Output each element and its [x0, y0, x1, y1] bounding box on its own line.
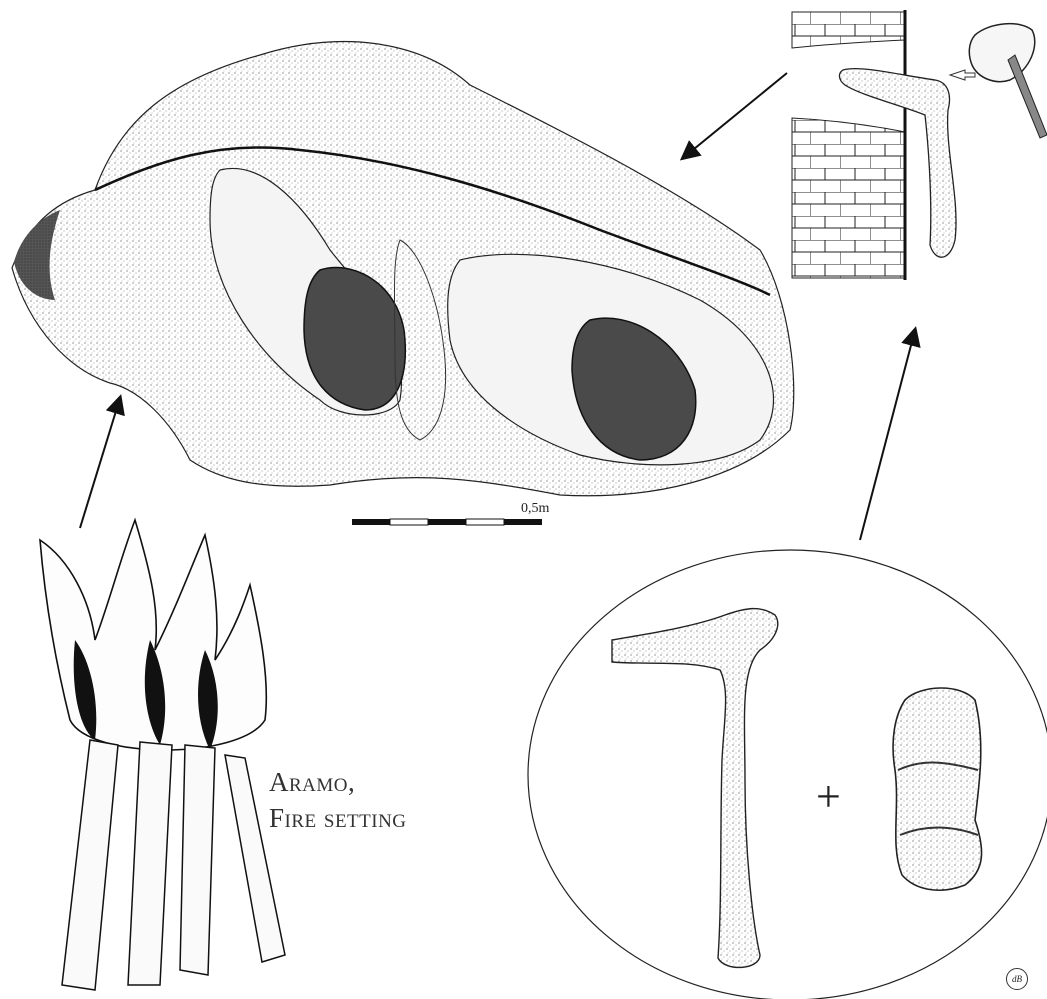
plus-symbol: + — [816, 775, 841, 819]
arrow-wall-to-gallery — [683, 73, 787, 158]
hammer-handle — [1008, 55, 1047, 138]
rock-gallery-drawing — [12, 42, 794, 496]
strike-arrow-icon — [950, 70, 975, 80]
torch-sticks — [62, 740, 285, 990]
arrow-fire-to-gallery — [80, 398, 120, 528]
scale-bar — [352, 519, 542, 525]
antler-pick — [612, 609, 778, 968]
wall-mining-inset — [792, 10, 1047, 280]
arrow-tools-to-wall — [860, 330, 915, 540]
tools-circle — [528, 550, 1047, 999]
hammerstone — [893, 688, 982, 890]
upper-brick-wall — [792, 12, 905, 48]
artist-signature: dB — [1006, 968, 1028, 990]
hammer-head — [969, 24, 1034, 82]
caption-line-2: Fire setting — [269, 800, 407, 836]
scale-bar-label: 0,5m — [521, 501, 549, 517]
torches-drawing — [40, 520, 285, 990]
caption-line-1: Aramo, — [269, 764, 407, 800]
lower-brick-wall — [792, 118, 905, 278]
figure-caption: Aramo, Fire setting — [269, 764, 407, 836]
